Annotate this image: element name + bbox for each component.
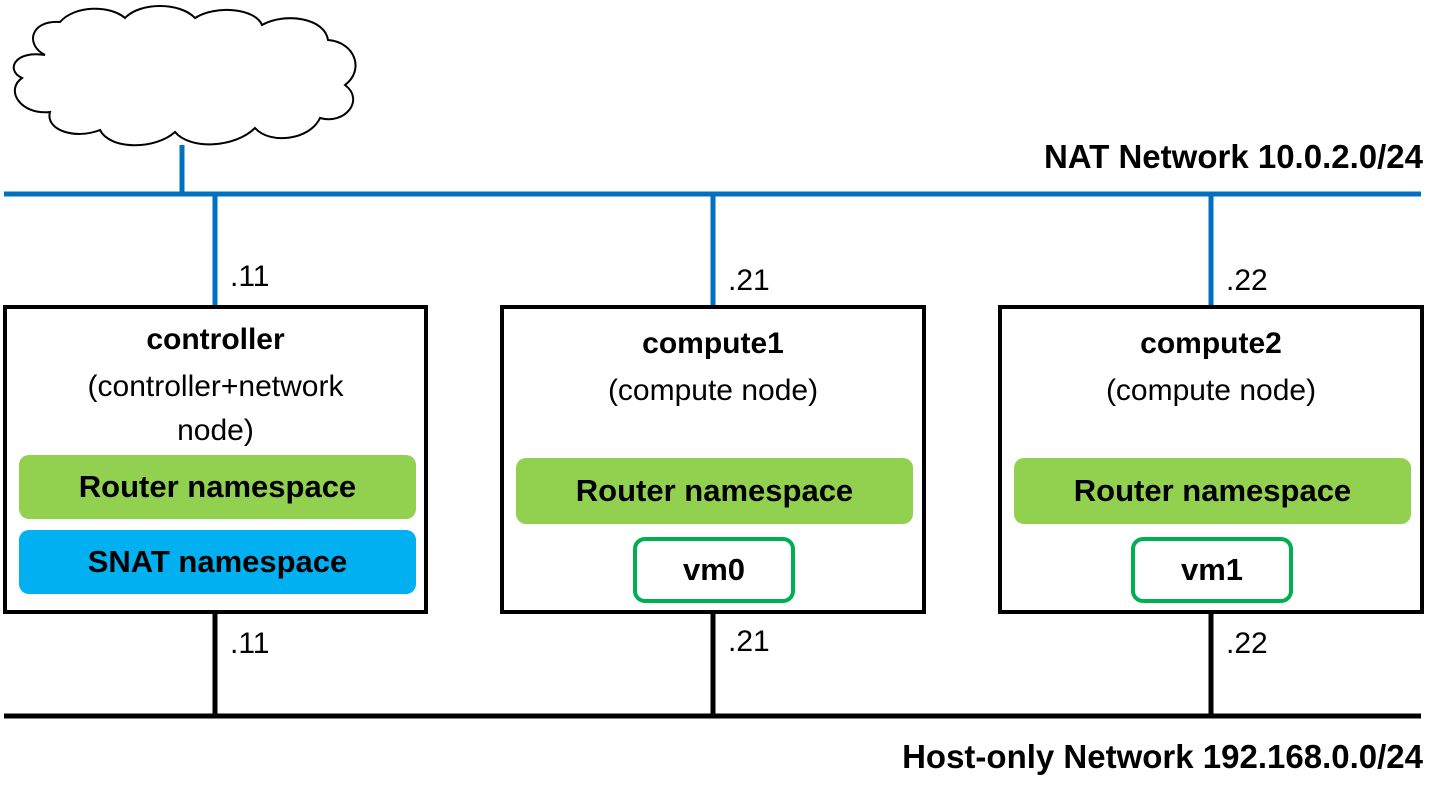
nat-network-label: NAT Network 10.0.2.0/24 [1043,138,1423,175]
controller-host-ip: .11 [230,627,270,660]
node-title: compute2 [1140,327,1282,360]
compute2-nat-ip: .22 [1226,264,1268,297]
node-title: compute1 [642,327,784,360]
compute1-host-ip: .21 [728,625,770,658]
vm-instance: vm1 [1131,537,1293,603]
compute1-node: compute1 (compute node) Router namespace… [500,305,926,614]
router-namespace: Router namespace [516,458,913,524]
node-subtitle: (compute node) [1105,374,1317,407]
vm-instance: vm0 [633,537,795,603]
node-subtitle-cont: node) [177,414,254,447]
compute2-node: compute2 (compute node) Router namespace… [998,305,1424,614]
compute2-host-ip: .22 [1226,627,1268,660]
controller-nat-ip: .11 [230,260,270,293]
snat-namespace: SNAT namespace [19,530,416,594]
node-subtitle: (compute node) [607,374,819,407]
controller-node: controller (controller+network node) Rou… [3,305,428,614]
host-network-label: Host-only Network 192.168.0.0/24 [902,738,1423,775]
cloud-icon [12,5,357,147]
router-namespace: Router namespace [19,455,416,519]
node-subtitle: (controller+network [87,370,344,403]
compute1-nat-ip: .21 [728,264,770,297]
router-namespace: Router namespace [1014,458,1411,524]
node-title: controller [146,323,285,356]
